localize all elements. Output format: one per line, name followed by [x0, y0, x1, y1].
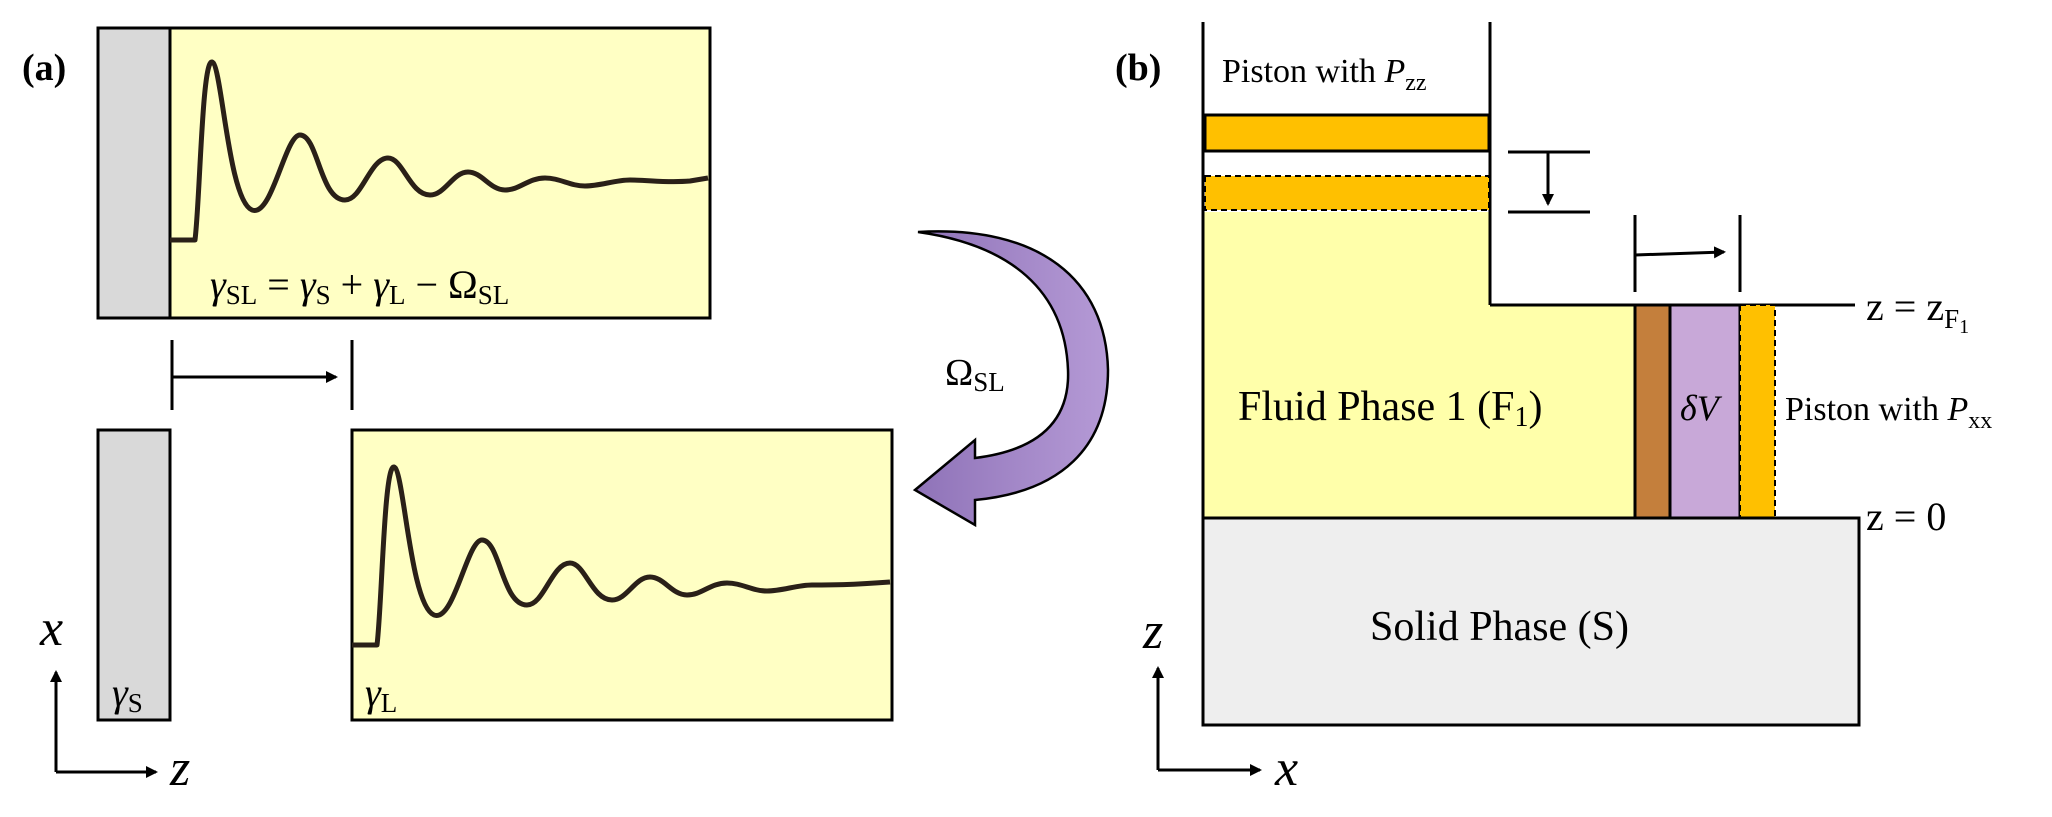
- piston-xx-displaced: [1739, 304, 1776, 519]
- separation-indicator: [170, 340, 354, 410]
- axis-z-label-a: z: [169, 740, 190, 797]
- z-zero-label: z = 0: [1866, 494, 1946, 539]
- panel-b-label: (b): [1115, 47, 1161, 89]
- solid-phase-label: Solid Phase (S): [1370, 604, 1629, 650]
- panel-a-label: (a): [22, 47, 66, 89]
- piston-xx-wall: [1633, 303, 1672, 520]
- delta-v-label: δV: [1680, 388, 1723, 428]
- piston-xx-label: Piston with Pxx: [1785, 391, 1992, 434]
- top-solid-wall: [96, 26, 172, 320]
- fluid-phase-region: [1203, 212, 1635, 518]
- piston-xx-displacement-indicator: [1633, 215, 1742, 292]
- bottom-solid-wall: [96, 428, 172, 722]
- solid-phase: [1201, 516, 1861, 727]
- fluid-phase-label: Fluid Phase 1 (F1): [1238, 384, 1543, 433]
- axis-x-label-a: x: [39, 600, 63, 657]
- work-of-adhesion-arrow: ΩSL: [912, 230, 1110, 528]
- piston-zz-displaced: [1204, 175, 1490, 211]
- z-f1-label: z = zF1: [1866, 284, 1969, 338]
- axes-a: x z: [39, 600, 190, 797]
- bottom-profile-box: [350, 428, 894, 722]
- svg-text:ΩSL: ΩSL: [945, 352, 1005, 397]
- axes-b: z x: [1142, 603, 1298, 797]
- top-profile-box: [168, 26, 712, 320]
- liquid-surface-tension-label: γL: [365, 670, 397, 718]
- top-equation: γSL = γS + γL − ΩSL: [210, 262, 509, 310]
- axis-z-label-b: z: [1142, 603, 1163, 660]
- top-density-curve: [170, 59, 709, 243]
- piston-zz: [1203, 113, 1491, 153]
- piston-zz-label: Piston with Pzz: [1222, 53, 1427, 96]
- bottom-density-curve: [352, 464, 891, 648]
- piston-zz-displacement-indicator: [1508, 150, 1590, 214]
- svg-text:γSL = γS + γL − ΩSL: γSL = γS + γL − ΩSL: [210, 262, 509, 310]
- solid-surface-tension-label: γS: [112, 670, 143, 718]
- axis-x-label-b: x: [1274, 740, 1298, 797]
